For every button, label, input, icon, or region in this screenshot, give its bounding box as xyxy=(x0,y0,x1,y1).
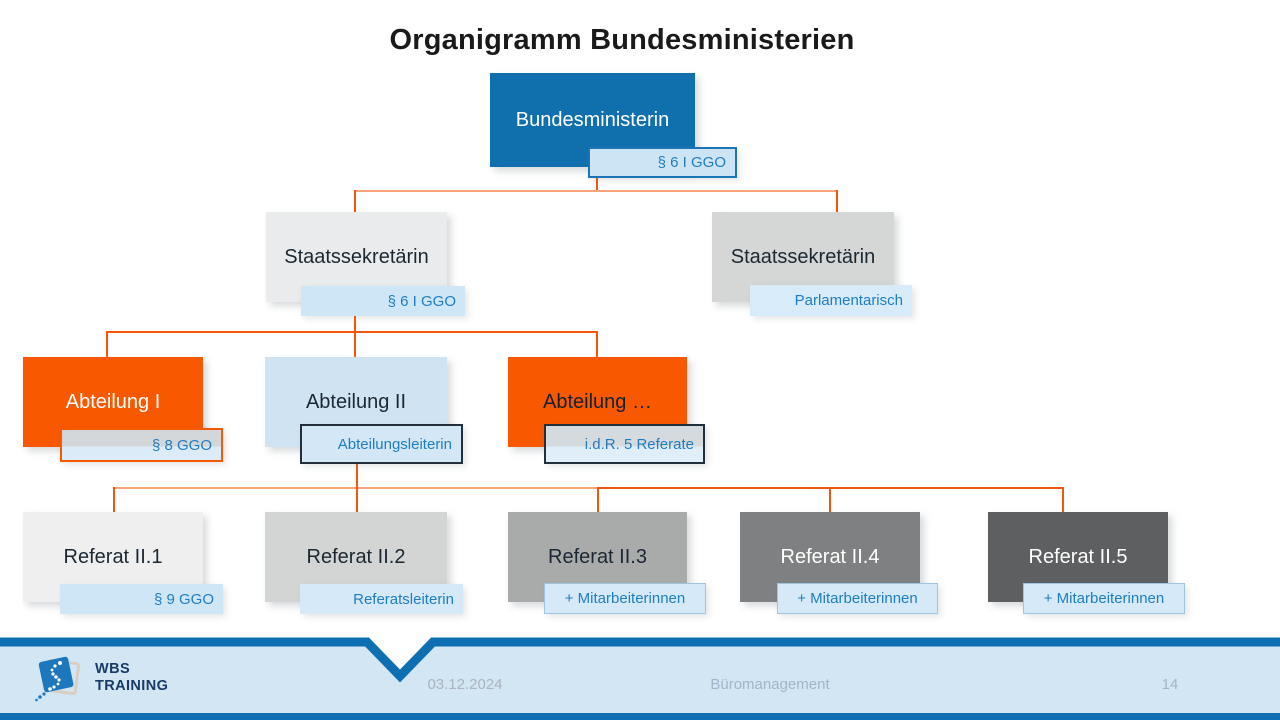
wbs-logo-icon xyxy=(35,656,80,702)
org-tag-bundesministerin: § 6 I GGO xyxy=(588,147,737,178)
org-tag-abteilung-weitere: i.d.R. 5 Referate xyxy=(544,424,705,464)
slide-title: Organigramm Bundesministerien xyxy=(389,24,855,56)
connector-segment xyxy=(354,331,356,357)
org-tag-label: + Mitarbeiterinnen xyxy=(564,590,686,607)
org-node-label: Referat II.2 xyxy=(306,545,406,568)
org-tag-label: Referatsleiterin xyxy=(353,590,454,608)
org-tag-abteilung-2: Abteilungsleiterin xyxy=(300,424,463,464)
org-tag-label: § 6 I GGO xyxy=(657,154,726,171)
connector-segment xyxy=(836,190,838,212)
connector-segment xyxy=(113,487,597,489)
org-node-label: Referat II.4 xyxy=(780,545,880,568)
org-tag-label: + Mitarbeiterinnen xyxy=(797,590,918,607)
org-tag-label: § 9 GGO xyxy=(153,590,214,608)
wbs-logo-line1: WBS xyxy=(95,661,131,678)
org-tag-label: § 8 GGO xyxy=(151,436,212,454)
footer-band xyxy=(0,642,1280,720)
wbs-logo-text: WBS TRAINING xyxy=(95,661,168,694)
footer-page-number: 14 xyxy=(1161,676,1179,693)
footer-subject: Büromanagement xyxy=(710,676,830,693)
wbs-logo-line2: TRAINING xyxy=(95,678,169,694)
connector-segment xyxy=(596,178,598,191)
org-node-label: Referat II.3 xyxy=(548,545,647,568)
org-tag-abteilung-1: § 8 GGO xyxy=(60,428,223,462)
org-node-label: Abteilung … xyxy=(543,390,652,413)
org-tag-label: § 6 I GGO xyxy=(387,292,456,310)
connector-segment xyxy=(597,487,599,512)
org-node-label: Staatssekretärin xyxy=(284,245,429,268)
org-tag-label: Abteilungsleiterin xyxy=(337,435,452,453)
org-node-label: Staatssekretärin xyxy=(730,245,876,268)
org-node-label: Abteilung I xyxy=(65,390,161,413)
connector-segment xyxy=(106,331,108,357)
connector-segment xyxy=(355,190,838,192)
org-node-label: Referat II.5 xyxy=(1028,545,1128,568)
connector-segment xyxy=(829,487,831,512)
org-node-label: Abteilung II xyxy=(305,390,407,413)
org-tag-referat-2-5: + Mitarbeiterinnen xyxy=(1023,583,1185,614)
org-tag-referat-2-1: § 9 GGO xyxy=(60,584,223,614)
connector-segment xyxy=(356,464,358,488)
connector-segment xyxy=(1062,487,1064,512)
org-tag-referat-2-4: + Mitarbeiterinnen xyxy=(777,583,938,614)
org-node-label: Bundesministerin xyxy=(515,108,670,131)
connector-segment xyxy=(354,316,356,332)
connector-segment xyxy=(113,487,115,512)
org-tag-label: i.d.R. 5 Referate xyxy=(584,435,694,453)
footer-stripe xyxy=(0,637,1280,683)
org-tag-referat-2-2: Referatsleiterin xyxy=(300,584,463,614)
connector-segment xyxy=(106,331,598,333)
connector-segment xyxy=(354,190,356,212)
org-tag-label: + Mitarbeiterinnen xyxy=(1043,590,1165,607)
connector-segment xyxy=(356,487,358,512)
connector-segment xyxy=(596,331,598,357)
org-tag-referat-2-3: + Mitarbeiterinnen xyxy=(544,583,706,614)
org-tag-label: Parlamentarisch xyxy=(794,292,903,309)
org-node-label: Referat II.1 xyxy=(63,545,163,568)
wbs-training-logo: WBS TRAINING xyxy=(34,654,168,702)
org-tag-staatssekretaerin-rechts: Parlamentarisch xyxy=(750,285,912,316)
footer-bottom-bar xyxy=(0,713,1280,720)
org-tag-staatssekretaerin-links: § 6 I GGO xyxy=(301,286,465,316)
footer-date: 03.12.2024 xyxy=(427,676,503,693)
